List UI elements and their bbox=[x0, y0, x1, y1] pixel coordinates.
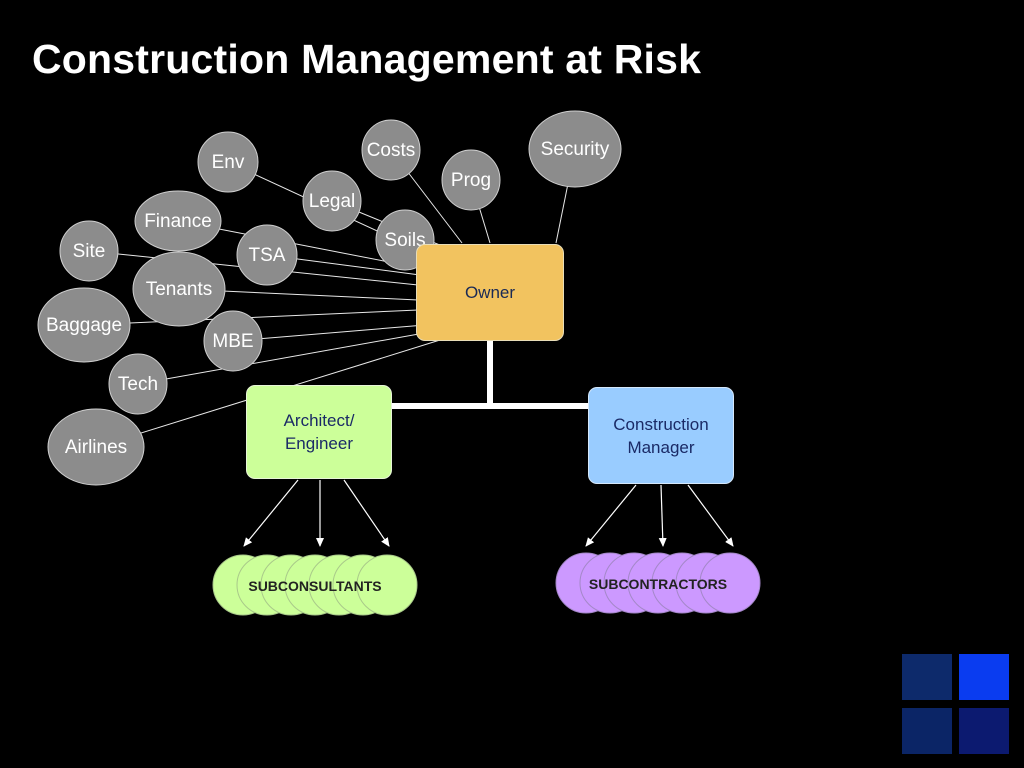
cm-arrow-left bbox=[585, 484, 637, 547]
stakeholder-mbe: MBE bbox=[203, 310, 263, 372]
stakeholder-label: Airlines bbox=[65, 437, 127, 458]
stakeholder-env: Env bbox=[197, 131, 259, 193]
stakeholder-legal: Legal bbox=[302, 170, 362, 232]
stakeholder-tsa: TSA bbox=[236, 224, 298, 286]
stakeholder-label: Costs bbox=[367, 140, 416, 161]
architect-engineer-box: Architect/ Engineer bbox=[246, 385, 392, 479]
stakeholder-tech: Tech bbox=[108, 353, 168, 415]
construction-manager-box: Construction Manager bbox=[588, 387, 734, 484]
stakeholder-bubble bbox=[197, 131, 259, 193]
stakeholder-bubble bbox=[134, 190, 222, 252]
corner-logo bbox=[902, 654, 1012, 756]
ae-arrow-right bbox=[343, 479, 390, 547]
stakeholder-tenants: Tenants bbox=[132, 251, 226, 327]
cm-arrow-mid bbox=[658, 484, 667, 547]
stakeholder-bubble bbox=[441, 149, 501, 211]
stakeholder-label: Legal bbox=[309, 191, 356, 212]
subcontractors-label: SUBCONTRACTORS bbox=[589, 576, 727, 592]
stakeholder-bubble bbox=[47, 408, 145, 486]
stakeholder-bubble bbox=[203, 310, 263, 372]
stakeholder-bubble bbox=[37, 287, 131, 363]
subconsultant-circle bbox=[356, 554, 418, 616]
stakeholder-label: Finance bbox=[144, 211, 212, 232]
owner-box: Owner bbox=[416, 244, 564, 341]
stakeholder-bubble bbox=[132, 251, 226, 327]
slide-title: Construction Management at Risk bbox=[32, 36, 702, 82]
construction-manager-label-line2: Manager bbox=[627, 437, 695, 457]
stakeholder-finance: Finance bbox=[134, 190, 222, 252]
stakeholder-bubble bbox=[302, 170, 362, 232]
stakeholder-baggage: Baggage bbox=[37, 287, 131, 363]
stakeholder-bubble bbox=[361, 119, 421, 181]
cm-arrows bbox=[585, 484, 734, 547]
cm-arrow-right bbox=[687, 484, 734, 547]
stakeholder-airlines: Airlines bbox=[47, 408, 145, 486]
architect-engineer-label-line2: Engineer bbox=[284, 434, 354, 453]
logo-square-bottom-right bbox=[959, 708, 1009, 754]
logo-square-top-right bbox=[959, 654, 1009, 700]
stakeholder-label: Tenants bbox=[146, 279, 213, 300]
connector-tech bbox=[137, 331, 431, 385]
stakeholder-label: Baggage bbox=[46, 315, 122, 336]
stakeholder-site: Site bbox=[59, 220, 119, 282]
stakeholder-label: MBE bbox=[212, 331, 253, 352]
owner-label: Owner bbox=[464, 283, 516, 302]
logo-square-top-left bbox=[902, 654, 952, 700]
ae-arrows bbox=[243, 479, 390, 547]
org-connectors bbox=[392, 341, 588, 409]
stakeholder-label: Security bbox=[541, 139, 610, 160]
ae-arrow-left bbox=[243, 479, 299, 547]
stakeholder-label: Site bbox=[73, 241, 106, 262]
subcontractor-circle bbox=[699, 552, 761, 614]
logo-square-bottom-left bbox=[902, 708, 952, 754]
stakeholder-label: Soils bbox=[384, 230, 425, 251]
construction-manager-label-line1: Construction bbox=[613, 414, 709, 434]
stakeholder-bubble bbox=[236, 224, 298, 286]
subconsultants-label: SUBCONSULTANTS bbox=[248, 578, 381, 594]
stakeholder-label: Prog bbox=[451, 170, 491, 191]
stakeholder-costs: Costs bbox=[361, 119, 421, 181]
stakeholder-label: Tech bbox=[118, 374, 158, 395]
stakeholder-label: Env bbox=[212, 152, 245, 173]
stakeholder-bubble bbox=[108, 353, 168, 415]
stakeholder-bubble bbox=[59, 220, 119, 282]
stakeholder-label: TSA bbox=[249, 245, 286, 266]
stakeholder-security: Security bbox=[528, 110, 622, 188]
subcontractors-stack bbox=[555, 552, 761, 614]
connector-mbe bbox=[232, 324, 426, 342]
subconsultants-stack bbox=[212, 554, 418, 616]
stakeholder-bubble bbox=[528, 110, 622, 188]
architect-engineer-label-line1: Architect/ bbox=[283, 411, 355, 430]
stakeholder-prog: Prog bbox=[441, 149, 501, 211]
